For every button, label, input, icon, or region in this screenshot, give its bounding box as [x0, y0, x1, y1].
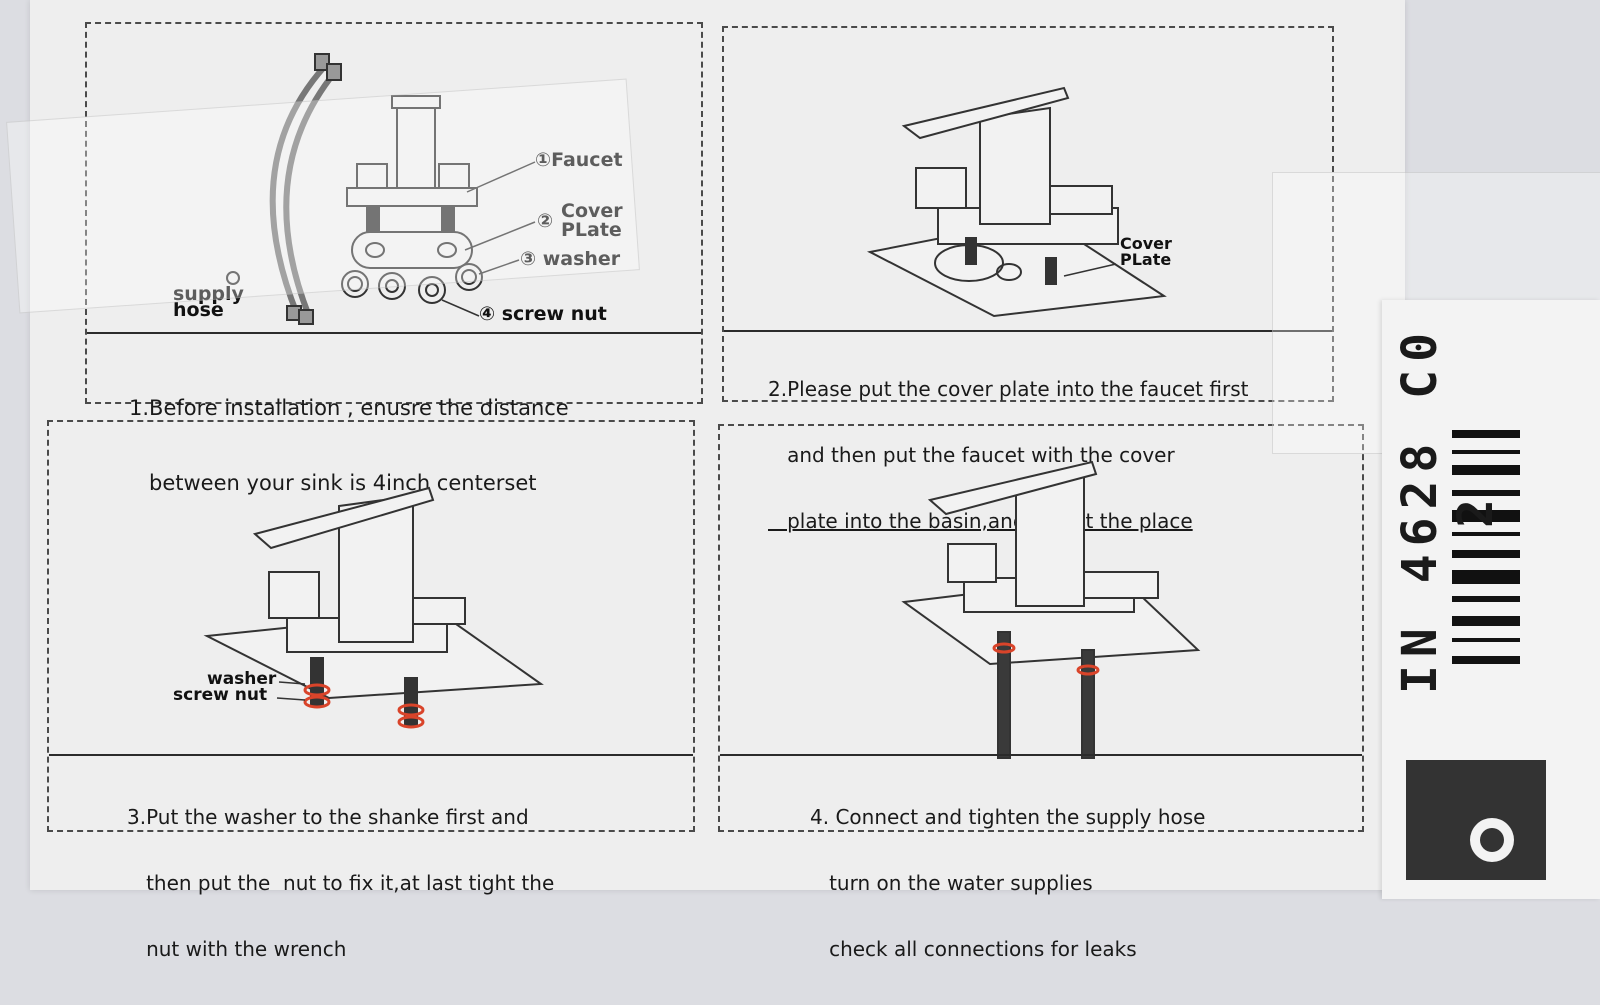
cover-plate-label: Cover PLate [1120, 236, 1172, 268]
step-4-caption: 4. Connect and tighten the supply hose t… [810, 762, 1205, 1004]
sticker-code: IN 4628 C0 2 [1392, 300, 1452, 720]
screw-nut-label: screw nut [173, 686, 267, 705]
screw-nut-label: ④ screw nut [479, 305, 607, 324]
step-3-caption: 3.Put the washer to the shanke first and… [127, 762, 554, 1004]
step-2-panel: Cover PLate 2.Please put the cover plate… [722, 26, 1334, 402]
step-4-panel: 4. Connect and tighten the supply hose t… [718, 424, 1364, 832]
step-3-panel: washer screw nut 3.Put the washer to the… [47, 420, 695, 832]
